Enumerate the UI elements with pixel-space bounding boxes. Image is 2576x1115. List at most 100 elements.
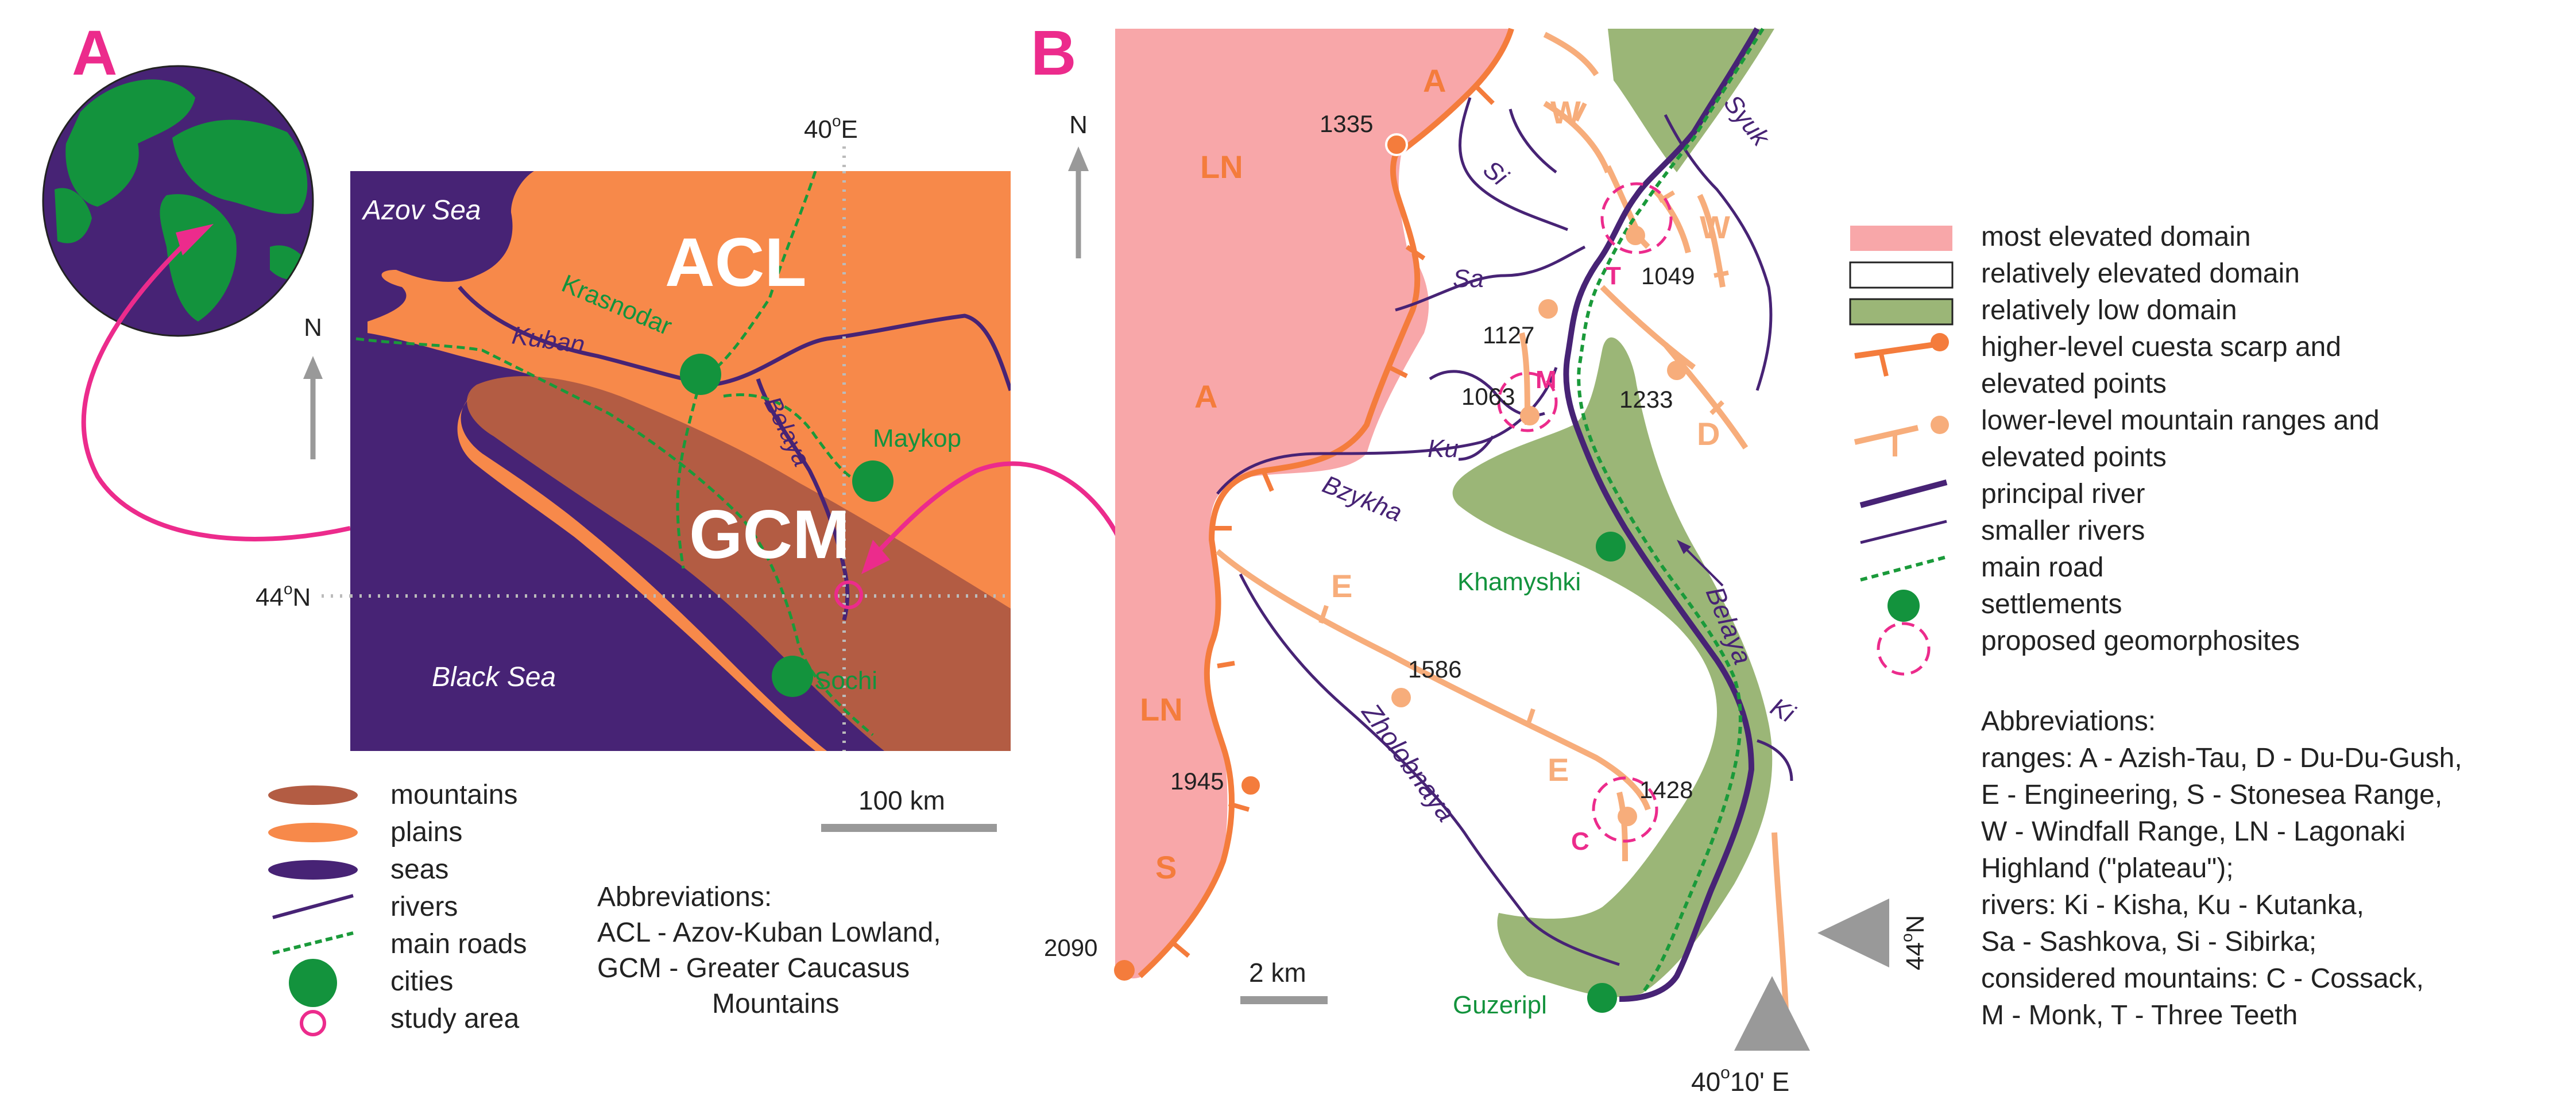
panel-a-letter: A <box>72 18 117 88</box>
elevation-label: 1945 <box>1170 768 1224 795</box>
label-sochi: Sochi <box>814 667 877 695</box>
map-a <box>350 171 1011 751</box>
elevation-label: 1127 <box>1483 322 1534 349</box>
elevation-label: 1063 <box>1461 383 1515 410</box>
cuesta-ticks <box>1170 84 1495 958</box>
road-b <box>1577 28 1765 994</box>
range-label: E <box>1331 568 1352 604</box>
river-belaya-principal <box>1563 27 1760 1002</box>
abbr-b-title: Abbreviations: <box>1981 706 2156 737</box>
legend-b-item: relatively elevated domain <box>1981 258 2300 289</box>
north-arrow-b <box>1068 146 1089 171</box>
settlement-label: Guzeripl <box>1453 991 1547 1019</box>
lon-label: 40o10' E <box>1691 1063 1789 1097</box>
range-label: D <box>1697 416 1720 452</box>
elevation-label: 1233 <box>1619 386 1673 413</box>
north-arrow-a <box>303 356 323 379</box>
settlement-khamyshki <box>1596 532 1626 562</box>
legend-a-item: seas <box>390 854 448 885</box>
legend-b-item: main road <box>1981 552 2103 583</box>
north-label-b: N <box>1069 111 1088 139</box>
belaya-flow-arrow <box>1681 544 1724 587</box>
study-area-marker <box>834 580 863 609</box>
legend-b: most elevated domain relatively elevated… <box>1849 222 2380 676</box>
label-acl: ACL <box>665 224 807 301</box>
abbr-a-line: GCM - Greater Caucasus <box>597 953 910 984</box>
legend-a-item: mountains <box>390 780 517 810</box>
meridian-label: 40oE <box>804 112 858 144</box>
range-label: E <box>1548 752 1569 788</box>
map-b <box>1114 27 1793 1013</box>
arrowhead-study <box>861 540 890 574</box>
abbr-b-line: E - Engineering, S - Stonesea Range, <box>1981 780 2442 810</box>
road-a-3 <box>676 378 702 569</box>
elevation-label: 1335 <box>1320 110 1373 137</box>
scale-a-label: 100 km <box>858 785 945 815</box>
abbr-a-line: Mountains <box>712 989 839 1019</box>
city-maykop <box>852 460 894 502</box>
range-label: LN <box>1200 149 1243 185</box>
elevated-points <box>1114 133 1687 981</box>
legend-b-item: most elevated domain <box>1981 222 2251 252</box>
legend-b-item: relatively low domain <box>1981 295 2237 326</box>
road-a-4 <box>723 393 862 484</box>
abbr-a-line: ACL - Azov-Kuban Lowland, <box>597 917 941 948</box>
label-maykop: Maykop <box>873 424 961 452</box>
arrow-study-to-panel-b <box>871 461 1122 559</box>
abbr-b-line: rivers: Ki - Kisha, Ku - Kutanka, <box>1981 890 2364 920</box>
road-a-1 <box>355 337 874 736</box>
site-label: C <box>1571 827 1589 855</box>
label-black-sea: Black Sea <box>432 662 556 692</box>
lat-label: 44oN <box>1898 915 1929 970</box>
river-kuban <box>458 285 1011 392</box>
label-gcm: GCM <box>689 496 850 573</box>
label-azov-sea: Azov Sea <box>361 195 481 226</box>
city-krasnodar <box>680 354 721 395</box>
settlement-label: Khamyshki <box>1457 568 1581 596</box>
city-sochi <box>772 656 813 697</box>
site-label: T <box>1606 262 1621 290</box>
river-label: Si <box>1478 155 1514 191</box>
smaller-rivers <box>1216 97 1793 966</box>
range-label: S <box>1155 849 1177 885</box>
panel-b-letter: B <box>1031 18 1076 88</box>
ridge-ticks <box>1318 102 1729 727</box>
scale-bar-a <box>821 824 997 832</box>
river-label: Ki <box>1766 692 1800 729</box>
elevation-label: 1049 <box>1641 262 1695 289</box>
lat-marker <box>1817 899 1889 967</box>
range-label: W <box>1700 209 1730 245</box>
legend-a-item: study area <box>390 1004 519 1034</box>
river-label: Ku <box>1428 435 1459 463</box>
abbr-b-line: ranges: A - Azish-Tau, D - Du-Du-Gush, <box>1981 743 2462 773</box>
abbr-a-title: Abbreviations: <box>597 882 772 912</box>
elevation-label: 2090 <box>1044 934 1097 961</box>
abbr-b-line: Highland ("plateau"); <box>1981 853 2234 884</box>
scale-b-label: 2 km <box>1249 958 1306 988</box>
abbr-b-line: W - Windfall Range, LN - Lagonaki <box>1981 816 2405 847</box>
range-label: LN <box>1140 691 1183 727</box>
abbr-b-line: M - Monk, T - Three Teeth <box>1981 1000 2297 1031</box>
legend-a: mountains plains seas rivers main roads … <box>268 780 527 1036</box>
globe <box>42 65 314 337</box>
legend-a-item: cities <box>390 966 453 997</box>
legend-a-item: main roads <box>390 929 527 959</box>
abbr-b-line: considered mountains: C - Cossack, <box>1981 963 2424 994</box>
legend-a-item: rivers <box>390 892 458 922</box>
legend-b-item: higher-level cuesta scarp and <box>1981 332 2341 362</box>
range-label: W <box>1550 94 1581 130</box>
legend-b-item: lower-level mountain ranges and <box>1981 405 2380 436</box>
abbr-b-line: Sa - Sashkova, Si - Sibirka; <box>1981 927 2316 957</box>
geomorphosites <box>1497 182 1673 843</box>
legend-b-item: elevated points <box>1981 442 2167 473</box>
legend-a-item: plains <box>390 817 462 847</box>
river-label: Sa <box>1453 265 1484 293</box>
legend-b-item: principal river <box>1981 479 2145 509</box>
site-label: M <box>1535 366 1557 394</box>
north-label-a: N <box>304 313 322 342</box>
arrow-globe-to-map <box>81 235 351 542</box>
settlement-guzeripl <box>1587 983 1617 1013</box>
scale-bar-b <box>1240 996 1328 1004</box>
legend-b-item: elevated points <box>1981 369 2167 399</box>
